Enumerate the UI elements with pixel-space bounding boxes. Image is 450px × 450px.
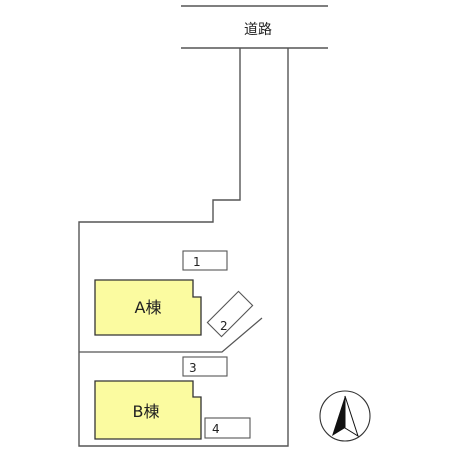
parking-space-1 <box>182 250 228 271</box>
parking-space-3 <box>182 356 228 377</box>
building-a <box>94 279 202 336</box>
parking-space-2 <box>206 290 254 338</box>
north-arrow-icon <box>319 390 371 442</box>
lot-divider <box>79 317 263 353</box>
site-boundary <box>78 48 289 447</box>
building-b <box>94 380 202 440</box>
parking-space-2-label: 2 <box>220 319 228 333</box>
parking-space-4-label: 4 <box>212 422 220 436</box>
parking-space-4 <box>204 417 251 439</box>
parking-space-1-label: 1 <box>193 255 201 269</box>
parking-space-3-label: 3 <box>189 361 197 375</box>
building-b-label: B棟 <box>133 402 160 421</box>
road-label: 道路 <box>244 22 272 38</box>
building-a-label: A棟 <box>135 298 162 317</box>
